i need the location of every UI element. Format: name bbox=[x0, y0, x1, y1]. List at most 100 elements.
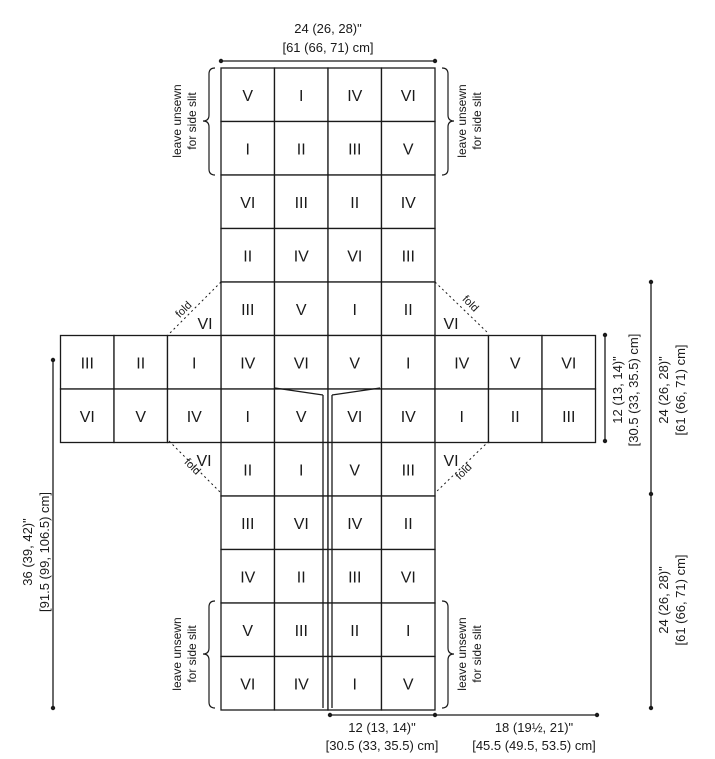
motif-square: IV bbox=[327, 67, 383, 123]
motif-square: VI bbox=[380, 67, 436, 123]
bottom-right-cm: [45.5 (49.5, 53.5) cm] bbox=[472, 738, 596, 753]
motif-square: VI bbox=[220, 655, 276, 711]
square-numeral: II bbox=[243, 462, 252, 479]
motif-square: II bbox=[327, 174, 383, 230]
square-numeral: I bbox=[299, 462, 303, 479]
square-outline bbox=[327, 227, 383, 283]
bottom-center-cm: [30.5 (33, 35.5) cm] bbox=[326, 738, 439, 753]
bottom-endpoint bbox=[594, 712, 600, 718]
square-outline bbox=[273, 495, 329, 551]
motif-square: I bbox=[380, 602, 436, 658]
motif-square: II bbox=[113, 334, 169, 390]
motif-square: II bbox=[220, 441, 276, 497]
note-lower-left: leave unsewn for side slit bbox=[170, 617, 199, 690]
left-length-dimension: 36 (39, 42)" [91.5 (99, 106.5) cm] bbox=[20, 357, 56, 711]
fold-numeral-lower-right: VI bbox=[443, 453, 458, 470]
square-numeral: I bbox=[406, 623, 410, 640]
motif-square: III bbox=[541, 388, 597, 444]
center-seam bbox=[274, 387, 381, 708]
motif-square: I bbox=[434, 388, 490, 444]
square-outline bbox=[380, 441, 436, 497]
square-outline bbox=[487, 334, 543, 390]
square-outline bbox=[327, 281, 383, 337]
square-numeral: IV bbox=[347, 88, 362, 105]
square-numeral: IV bbox=[240, 569, 255, 586]
square-numeral: V bbox=[349, 462, 360, 479]
note-upper-right: leave unsewn for side slit bbox=[455, 84, 484, 157]
square-numeral: V bbox=[403, 141, 414, 158]
square-outline bbox=[220, 495, 276, 551]
right-arm-dimension: 12 (13, 14)" [30.5 (33, 35.5) cm] bbox=[602, 332, 641, 447]
right-upper-label: 24 (26, 28)" [61 (66, 71) cm] bbox=[656, 344, 688, 435]
motif-square: I bbox=[273, 67, 329, 123]
motif-square: I bbox=[166, 334, 222, 390]
right-arm-in: 12 (13, 14)" bbox=[610, 356, 625, 424]
motif-square: VI bbox=[273, 334, 329, 390]
motif-square: V bbox=[487, 334, 543, 390]
top-width-cm: [61 (66, 71) cm] bbox=[282, 40, 373, 55]
square-numeral: IV bbox=[401, 195, 416, 212]
motif-square: I bbox=[220, 120, 276, 176]
brace-upper-right bbox=[441, 67, 455, 176]
top-width-dimension: 24 (26, 28)" [61 (66, 71) cm] bbox=[218, 21, 438, 64]
brace-lower-left bbox=[202, 600, 216, 709]
motif-square: III bbox=[327, 548, 383, 604]
square-outline bbox=[166, 334, 222, 390]
square-outline bbox=[327, 174, 383, 230]
motif-square: I bbox=[220, 388, 276, 444]
top-width-in: 24 (26, 28)" bbox=[294, 21, 362, 36]
note-line-2: for side slit bbox=[470, 625, 484, 683]
motif-square: I bbox=[327, 655, 383, 711]
motif-square: V bbox=[220, 602, 276, 658]
square-numeral: IV bbox=[294, 676, 309, 693]
square-numeral: II bbox=[243, 248, 252, 265]
right-arm-endpoint bbox=[602, 332, 608, 338]
square-numeral: VI bbox=[294, 355, 309, 372]
motif-square: III bbox=[273, 174, 329, 230]
motif-square: IV bbox=[380, 388, 436, 444]
left-length-endpoint bbox=[50, 705, 56, 711]
bottom-endpoint bbox=[432, 712, 438, 718]
motif-square: I bbox=[380, 334, 436, 390]
motif-square: VI bbox=[273, 495, 329, 551]
square-outline bbox=[273, 281, 329, 337]
square-numeral: VI bbox=[347, 409, 362, 426]
square-numeral: VI bbox=[561, 355, 576, 372]
square-numeral: V bbox=[510, 355, 521, 372]
left-length-in: 36 (39, 42)" bbox=[20, 518, 35, 586]
fold-line-lower-left bbox=[168, 440, 222, 494]
motif-square: V bbox=[380, 120, 436, 176]
motif-square: V bbox=[380, 655, 436, 711]
square-outline bbox=[220, 441, 276, 497]
square-numeral: I bbox=[192, 355, 196, 372]
motif-square: III bbox=[220, 281, 276, 337]
square-numeral: III bbox=[81, 355, 94, 372]
motif-square: III bbox=[220, 495, 276, 551]
motif-square: VI bbox=[380, 548, 436, 604]
fold-numeral-upper-left: VI bbox=[197, 316, 212, 333]
motif-square: IV bbox=[380, 174, 436, 230]
square-numeral: VI bbox=[401, 569, 416, 586]
square-numeral: I bbox=[353, 302, 357, 319]
fold-line-upper-left bbox=[168, 281, 222, 335]
square-outline bbox=[273, 227, 329, 283]
square-numeral: IV bbox=[454, 355, 469, 372]
square-outline bbox=[59, 388, 115, 444]
square-numeral: II bbox=[136, 355, 145, 372]
motif-square: II bbox=[273, 120, 329, 176]
motif-square: V bbox=[220, 67, 276, 123]
square-numeral: III bbox=[241, 516, 254, 533]
square-outline bbox=[166, 388, 222, 444]
right-arm-label: 12 (13, 14)" [30.5 (33, 35.5) cm] bbox=[610, 334, 641, 447]
square-numeral: V bbox=[296, 302, 307, 319]
square-numeral: III bbox=[402, 248, 415, 265]
motif-square: II bbox=[220, 227, 276, 283]
square-outline bbox=[327, 388, 383, 444]
right-arm-endpoint bbox=[602, 438, 608, 444]
bottom-endpoint bbox=[327, 712, 333, 718]
square-numeral: I bbox=[246, 141, 250, 158]
motif-square: III bbox=[380, 441, 436, 497]
right-lower-endpoint bbox=[648, 705, 654, 711]
